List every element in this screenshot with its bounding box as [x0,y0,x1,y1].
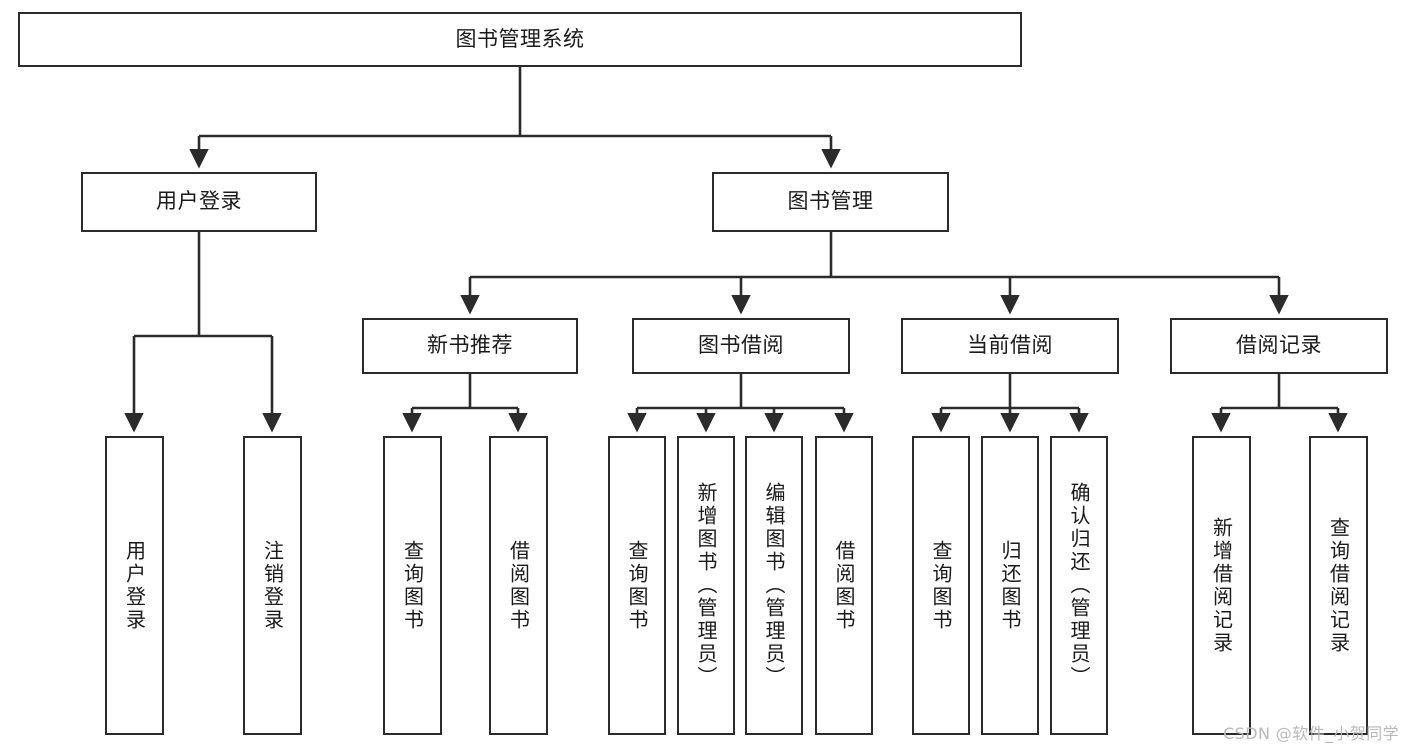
node-leaf-borrow-book-1[interactable]: 借阅图书 [489,436,548,735]
node-label: 用户登录 [122,539,147,632]
node-label: 图书借阅 [698,333,784,358]
node-current-borrow[interactable]: 当前借阅 [901,318,1119,374]
node-borrow-record[interactable]: 借阅记录 [1170,318,1388,374]
watermark-text: CSDN @软件_小贺同学 [1223,724,1399,743]
node-user-login[interactable]: 用户登录 [81,172,317,232]
node-leaf-return-book[interactable]: 归还图书 [981,436,1039,735]
node-label: 图书管理系统 [455,26,585,51]
node-book-management[interactable]: 图书管理 [712,172,949,232]
node-leaf-query-book-3[interactable]: 查询图书 [912,436,970,735]
node-label: 查询图书 [400,539,425,632]
node-leaf-borrow-book-2[interactable]: 借阅图书 [815,436,873,735]
node-label: 归还图书 [998,539,1022,632]
node-leaf-confirm-return[interactable]: 确认归还（管理员） [1050,436,1108,735]
node-label: 查询借阅记录 [1326,516,1351,655]
node-label: 注销登录 [260,539,285,632]
node-label: 图书管理 [787,189,874,214]
node-leaf-edit-book[interactable]: 编辑图书（管理员） [745,436,803,735]
node-leaf-user-login[interactable]: 用户登录 [105,436,164,735]
node-leaf-query-book-1[interactable]: 查询图书 [383,436,442,735]
node-leaf-add-record[interactable]: 新增借阅记录 [1192,436,1251,735]
node-label: 确认归还（管理员） [1067,482,1091,689]
node-root-book-management-system[interactable]: 图书管理系统 [18,12,1022,67]
node-label: 借阅图书 [832,539,856,632]
node-label: 查询图书 [929,539,953,632]
node-label: 借阅记录 [1236,333,1322,358]
node-label: 借阅图书 [506,539,531,632]
node-label: 新增借阅记录 [1209,516,1234,655]
node-leaf-query-record[interactable]: 查询借阅记录 [1309,436,1368,735]
node-label: 用户登录 [156,189,242,214]
node-label: 新增图书（管理员） [694,482,718,689]
node-leaf-add-book[interactable]: 新增图书（管理员） [677,436,735,735]
node-leaf-query-book-2[interactable]: 查询图书 [608,436,666,735]
node-label: 当前借阅 [967,333,1053,358]
node-leaf-logout-login[interactable]: 注销登录 [243,436,302,735]
node-label: 新书推荐 [427,333,513,358]
node-label: 查询图书 [625,539,649,632]
node-label: 编辑图书（管理员） [762,482,786,689]
node-new-book-recommend[interactable]: 新书推荐 [362,318,578,374]
node-book-borrow[interactable]: 图书借阅 [632,318,850,374]
